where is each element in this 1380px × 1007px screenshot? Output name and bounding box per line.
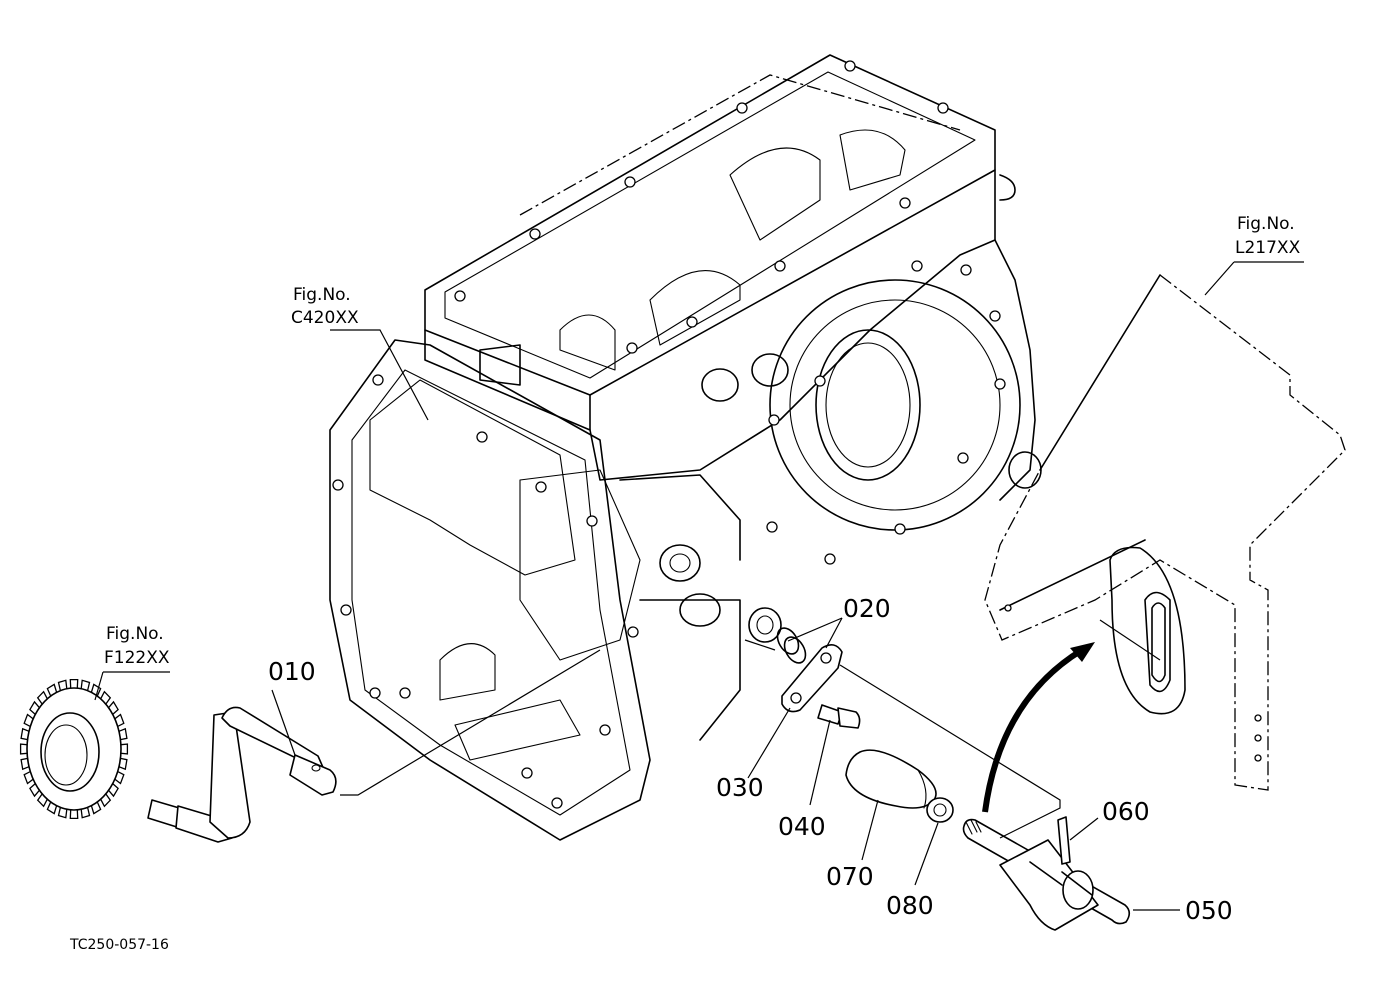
label-070: 070: [826, 862, 874, 891]
figref-f122xx-title: Fig.No.: [106, 624, 164, 644]
part-070-knob: [845, 749, 937, 809]
gear-tooth: [69, 809, 79, 820]
figref-l217xx-code: L217XX: [1235, 238, 1301, 258]
part-050-shift-lever: [962, 818, 1131, 931]
figure-references: Fig.No. C420XX Fig.No. L217XX Fig.No. F1…: [104, 214, 1301, 668]
cover-plate-l217xx: [984, 274, 1346, 791]
figref-c420xx-title: Fig.No.: [293, 285, 351, 305]
gear-tooth: [69, 678, 79, 689]
part-040-bolt: [817, 704, 861, 729]
part-010-shift-rod: [147, 706, 337, 843]
part-060-pin: [1057, 816, 1071, 865]
part-030-plate: [781, 644, 843, 713]
gear-f122xx: [19, 678, 129, 820]
gear-tooth: [120, 743, 129, 755]
assembly-arrow: [982, 642, 1095, 813]
label-040: 040: [778, 812, 826, 841]
figref-c420xx-code: C420XX: [291, 308, 359, 328]
label-080: 080: [886, 891, 934, 920]
figref-l217xx-title: Fig.No.: [1237, 214, 1295, 234]
gear-tooth: [19, 743, 28, 755]
part-080-nut: [926, 797, 954, 823]
label-030: 030: [716, 773, 764, 802]
part-labels: 010 020 030 040 050 060 070 080: [268, 594, 1233, 925]
leader-lines: [94, 261, 1304, 911]
figref-f122xx-code: F122XX: [104, 648, 170, 668]
case-bolt-holes: [332, 60, 1006, 809]
label-020: 020: [843, 594, 891, 623]
drawing-code: TC250-057-16: [69, 937, 169, 953]
label-050: 050: [1185, 896, 1233, 925]
part-020-o-rings: [776, 627, 807, 664]
transmission-case: [329, 54, 1042, 841]
label-010: 010: [268, 657, 316, 686]
label-060: 060: [1102, 797, 1150, 826]
